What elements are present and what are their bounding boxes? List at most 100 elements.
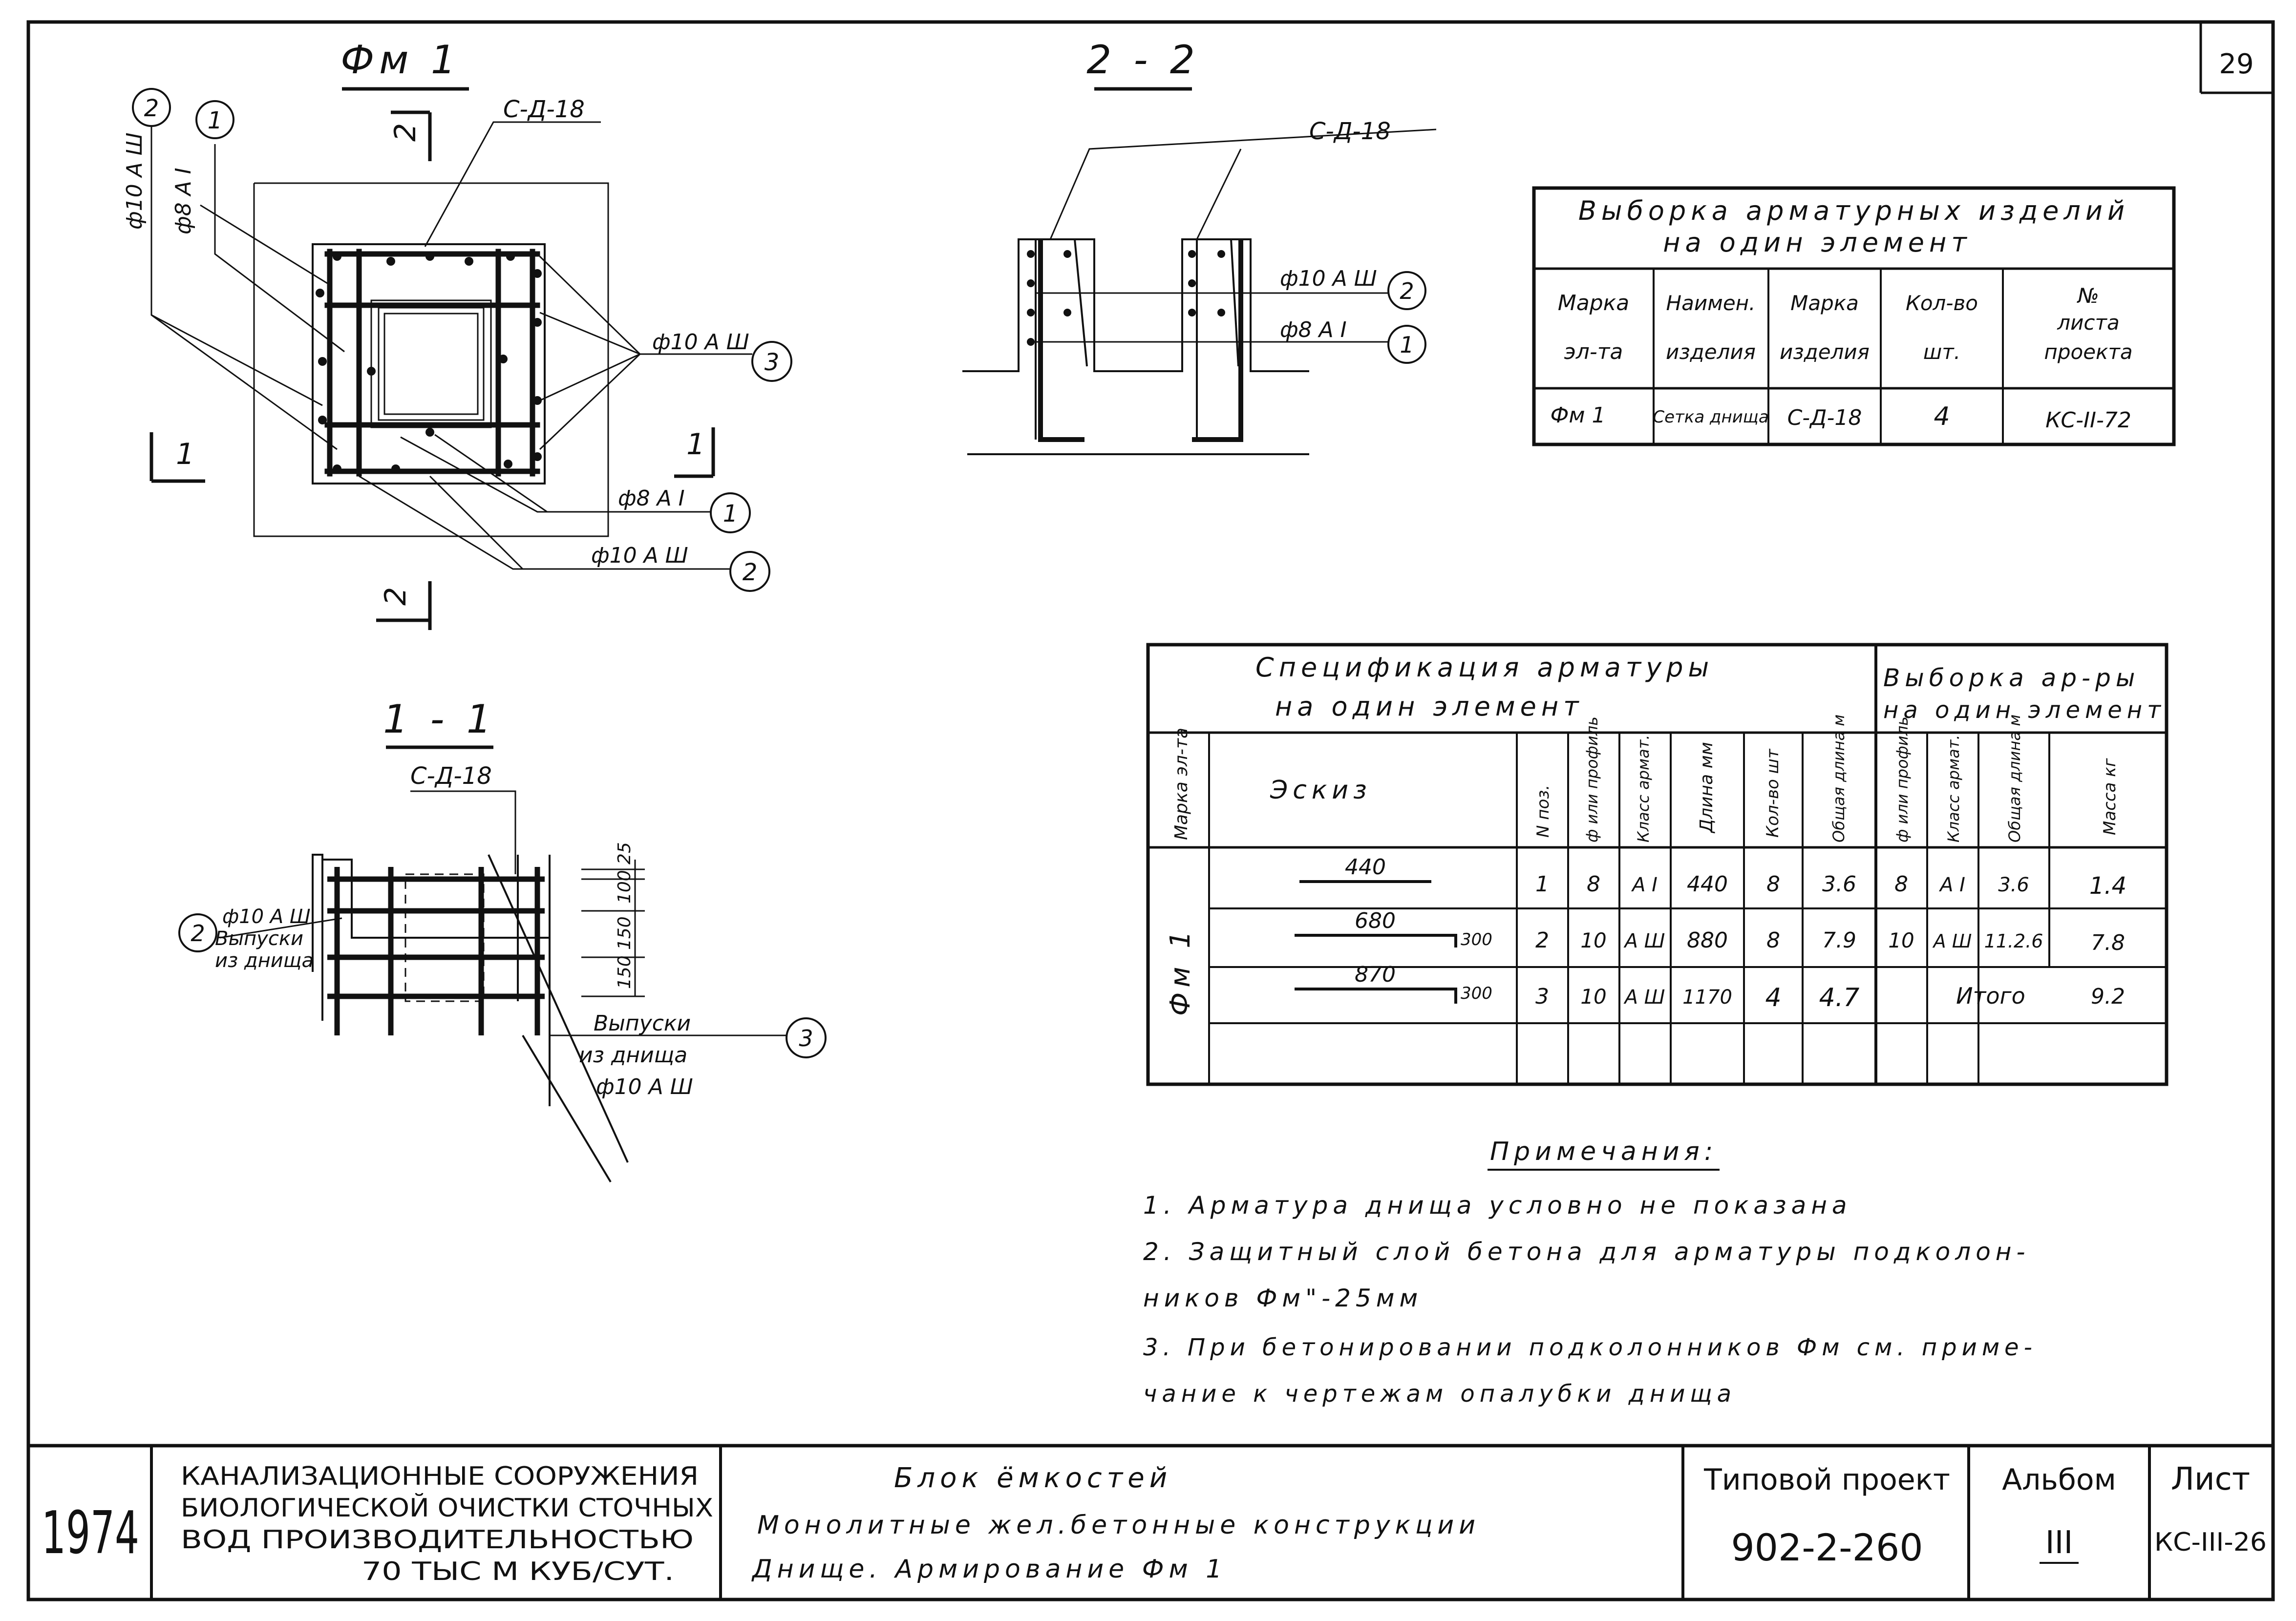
spec-r1-mass: 1.4: [2089, 872, 2126, 900]
section-2-2-callout-2: ф10 А Ш: [1280, 266, 1377, 291]
spec-h-mark: Марка эл-та: [1171, 728, 1191, 840]
spec-h-len: Длина мм: [1697, 742, 1717, 834]
plan-section-mark-2-bottom: 2: [379, 587, 413, 606]
section-1-1-mesh-label: С-Д-18: [410, 762, 492, 790]
spec-r1-qty: 8: [1766, 872, 1780, 897]
plan-callout-1-left: ф8 А I: [171, 168, 196, 234]
sel-header-mark-2: эл-та: [1564, 339, 1623, 364]
plan-callout-1-bottom: ф8 А I: [618, 486, 685, 511]
spec-total-label: Итого: [1956, 983, 2025, 1009]
spec-r2-sketch-hook: 300: [1461, 930, 1492, 949]
note-3: 3. При бетонировании подколонников Фм см…: [1143, 1334, 2037, 1361]
spec-h-total2: Общая длина м: [2005, 715, 2024, 842]
sel-row-sheet: КС-II-72: [2045, 408, 2131, 433]
spec-r1-total: 3.6: [1822, 872, 1856, 897]
sel-header-name-1: Наимен.: [1666, 291, 1756, 315]
spec-element-mark: Фм 1: [1165, 926, 1196, 1016]
title-org-1: КАНАЛИЗАЦИОННЫЕ СООРУЖЕНИЯ: [181, 1462, 699, 1491]
spec-r2-total: 7.9: [1822, 928, 1856, 953]
sel-header-sheet-1: №: [2077, 284, 2099, 308]
spec-total-mass: 9.2: [2091, 984, 2125, 1009]
note-1: 1. Арматура днища условно не показана: [1143, 1191, 1852, 1220]
plan-section-mark-1-right: 1: [686, 427, 705, 462]
spec-r2-cls: А Ш: [1623, 930, 1665, 952]
spec-h-cls: Класс армат.: [1634, 735, 1653, 842]
title-block: 1974 КАНАЛИЗАЦИОННЫЕ СООРУЖЕНИЯ БИОЛОГИЧ…: [28, 1444, 2273, 1600]
spec-r2-sketch-len: 680: [1355, 908, 1396, 933]
spec-h-total: Общая длина м: [1829, 715, 1848, 842]
sel-header-name-2: изделия: [1666, 340, 1756, 364]
spec-h-pos: N поз.: [1533, 785, 1553, 838]
title-year: 1974: [42, 1499, 139, 1567]
spec-r2-cls2: А Ш: [1932, 930, 1972, 952]
spec-r3-pos: 3: [1535, 984, 1549, 1009]
note-2: 2. Защитный слой бетона для арматуры под…: [1143, 1238, 2030, 1266]
notes: Примечания: 1. Арматура днища условно не…: [1143, 1137, 2037, 1408]
spec-h-qty: Кол-во шт: [1763, 748, 1783, 838]
spec-r3-total: 4.7: [1819, 983, 1860, 1012]
section-1-1-dim-100: 100: [615, 870, 635, 904]
plan-num-1-left: 1: [208, 107, 223, 134]
spec-r2-dia: 10: [1580, 928, 1606, 952]
section-1-1-right-callout-2: из днища: [579, 1043, 687, 1068]
spec-title-right-1: Выборка ар-ры: [1883, 664, 2140, 692]
spec-h-sketch: Эскиз: [1270, 776, 1372, 805]
spec-title-left-2: на один элемент: [1275, 691, 1584, 722]
spec-r2-mass: 7.8: [2091, 930, 2125, 955]
section-2-2-num-2: 2: [1400, 278, 1414, 304]
spec-r2-dia2: 10: [1888, 928, 1914, 952]
spec-r2-total2: 11.2.6: [1984, 930, 2043, 952]
spec-r2-len: 880: [1687, 928, 1728, 953]
plan-num-3: 3: [765, 349, 780, 376]
section-2-2-callout-1: ф8 А I: [1280, 317, 1347, 342]
section-2-2-mesh-label: С-Д-18: [1309, 118, 1391, 145]
spec-h-cls2: Класс армат.: [1944, 735, 1963, 842]
sheet-number: 29: [2219, 48, 2253, 80]
plan-section-mark-1-left: 1: [176, 437, 194, 471]
sel-row-qty: 4: [1934, 402, 1950, 431]
spec-h-dia: ф или профиль: [1583, 716, 1601, 842]
spec-r1-dia2: 8: [1894, 872, 1908, 897]
plan-section-mark-2-top: 2: [388, 123, 423, 142]
title-album-label: Альбом: [2002, 1463, 2116, 1497]
title-desc-1: Блок ёмкостей: [894, 1462, 1172, 1494]
sel-row-name: Сетка днища: [1653, 407, 1768, 427]
spec-h-dia2: ф или профиль: [1893, 716, 1912, 842]
section-1-1-left-callout-3: из днища: [215, 949, 314, 972]
spec-r1-cls: А I: [1631, 874, 1658, 896]
section-1-1-left-callout-1: ф10 А Ш: [222, 905, 311, 928]
title-desc-3: Днище. Армирование Фм 1: [751, 1555, 1227, 1584]
sheet-frame: [26, 20, 2275, 1601]
spec-r3-len: 1170: [1682, 986, 1732, 1009]
selection-table-title-1: Выборка арматурных изделий: [1578, 195, 2129, 226]
section-2-2: 2 - 2 С-Д-18 ф10 А Ш ф8 А I: [962, 37, 1437, 455]
plan-mesh-label: С-Д-18: [503, 96, 585, 123]
sel-row-mark: Фм 1: [1550, 403, 1605, 428]
plan-title: Фм 1: [340, 37, 461, 83]
plan-num-2-left: 2: [144, 95, 159, 122]
spec-r3-cls: А Ш: [1623, 986, 1665, 1009]
spec-table: Спецификация арматуры на один элемент Вы…: [1146, 643, 2168, 1086]
spec-r1-dia: 8: [1587, 872, 1600, 897]
spec-title-left-1: Спецификация арматуры: [1255, 652, 1714, 683]
title-org-3: ВОД ПРОИЗВОДИТЕЛЬНОСТЬЮ: [181, 1525, 694, 1555]
section-1-1-right-callout-1: Выпуски: [594, 1011, 691, 1036]
sel-header-sheet-2: листа: [2057, 311, 2119, 335]
sel-header-mark-1: Марка: [1558, 291, 1629, 316]
sel-header-qty-1: Кол-во: [1906, 291, 1978, 315]
title-proj-label: Типовой проект: [1703, 1463, 1950, 1497]
spec-r3-sketch-hook: 300: [1461, 984, 1492, 1003]
spec-r1-len: 440: [1687, 872, 1728, 897]
spec-r2-pos: 2: [1535, 928, 1549, 953]
spec-title-right-2: на один элемент: [1883, 696, 2166, 724]
plan-num-1-bottom: 1: [723, 500, 738, 527]
title-proj-value: 902-2-260: [1731, 1526, 1923, 1569]
selection-table: Выборка арматурных изделий на один элеме…: [1532, 186, 2176, 446]
title-org-4: 70 ТЫС М КУБ/СУТ.: [361, 1557, 674, 1586]
spec-h-mass: Масса кг: [2100, 758, 2120, 835]
note-2-cont: ников Фм"-25мм: [1143, 1284, 1423, 1312]
section-1-1-num-2: 2: [191, 920, 205, 947]
sel-header-prod-2: изделия: [1780, 340, 1870, 364]
note-3-cont: чание к чертежам опалубки днища: [1143, 1380, 1736, 1408]
spec-r1-sketch-len: 440: [1345, 855, 1386, 880]
